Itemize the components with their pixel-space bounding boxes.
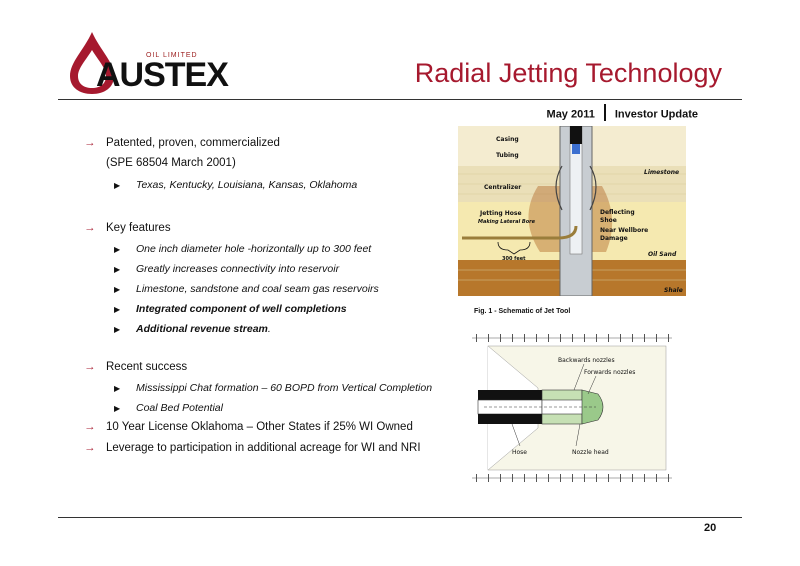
label-oil-sand: Oil Sand <box>648 251 677 258</box>
label-centralizer: Centralizer <box>484 184 521 191</box>
sub-bullet-item: ▶Coal Bed Potential <box>114 402 223 414</box>
label-nozzle-head: Nozzle head <box>572 449 609 456</box>
triangle-icon: ▶ <box>114 181 121 190</box>
label-jetting-hose: Jetting Hose <box>479 210 522 217</box>
label-backwards-nozzles: Backwards nozzles <box>558 357 615 364</box>
label-near-wellbore: Near Wellbore <box>600 227 648 234</box>
triangle-icon: ▶ <box>114 245 121 254</box>
bullet-item: →Patented, proven, commercialized <box>84 137 280 149</box>
label-distance: 300 feet <box>502 256 526 262</box>
label-shale: Shale <box>664 287 683 294</box>
figure-caption: Fig. 1 - Schematic of Jet Tool <box>474 308 571 315</box>
label-tubing: Tubing <box>496 152 519 159</box>
sub-bullet-item: ▶Mississippi Chat formation – 60 BOPD fr… <box>114 382 433 394</box>
label-damage: Damage <box>600 235 628 242</box>
triangle-icon: ▶ <box>114 285 121 294</box>
sub-bullet-item: ▶Limestone, sandstone and coal seam gas … <box>114 283 379 295</box>
bullet-item: →Leverage to participation in additional… <box>84 442 421 454</box>
triangle-icon: ▶ <box>114 265 121 274</box>
header-divider <box>58 99 742 100</box>
bullet-continuation: (SPE 68504 March 2001) <box>106 157 236 169</box>
label-hose: Hose <box>512 449 527 456</box>
bullet-item: →10 Year License Oklahoma – Other States… <box>84 421 413 433</box>
subheader-separator <box>603 104 606 121</box>
logo-wordmark: AUSTEX <box>96 56 229 94</box>
bullet-item: →Key features <box>84 222 171 234</box>
subheader-date: May 2011 <box>546 108 595 121</box>
label-shoe: Shoe <box>600 217 617 224</box>
triangle-icon: ▶ <box>114 384 121 393</box>
label-forwards-nozzles: Forwards nozzles <box>584 369 635 376</box>
arrow-icon: → <box>84 421 96 433</box>
sub-bullet-item: ▶Greatly increases connectivity into res… <box>114 263 340 275</box>
nozzle-diagram: Backwards nozzles Forwards nozzles Hose … <box>472 334 672 482</box>
jet-tool-schematic: Casing Tubing Limestone Centralizer Jett… <box>458 126 686 296</box>
sub-bullet-item: ▶Integrated component of well completion… <box>114 303 347 315</box>
label-casing: Casing <box>496 136 519 143</box>
sub-bullet-item: ▶Texas, Kentucky, Louisiana, Kansas, Okl… <box>114 179 358 191</box>
arrow-icon: → <box>84 361 96 373</box>
arrow-icon: → <box>84 442 96 454</box>
triangle-icon: ▶ <box>114 404 121 413</box>
page-title: Radial Jetting Technology <box>414 58 722 88</box>
logo-subtitle: OIL LIMITED <box>146 52 198 59</box>
sub-bullet-item: ▶One inch diameter hole -horizontally up… <box>114 243 372 255</box>
bullet-item: →Recent success <box>84 361 188 373</box>
triangle-icon: ▶ <box>114 305 121 314</box>
triangle-icon: ▶ <box>114 325 121 334</box>
label-limestone: Limestone <box>644 169 679 176</box>
arrow-icon: → <box>84 137 96 149</box>
subheader: May 2011 Investor Update <box>546 104 698 123</box>
footer-divider <box>58 517 742 518</box>
arrow-icon: → <box>84 222 96 234</box>
label-making-lateral: Making Lateral Bore <box>478 219 536 225</box>
label-deflecting: Deflecting <box>600 209 635 216</box>
sub-bullet-item: ▶Additional revenue stream. <box>114 323 271 335</box>
subheader-label: Investor Update <box>614 108 698 121</box>
page-number: 20 <box>704 522 717 534</box>
austex-logo <box>70 32 114 94</box>
